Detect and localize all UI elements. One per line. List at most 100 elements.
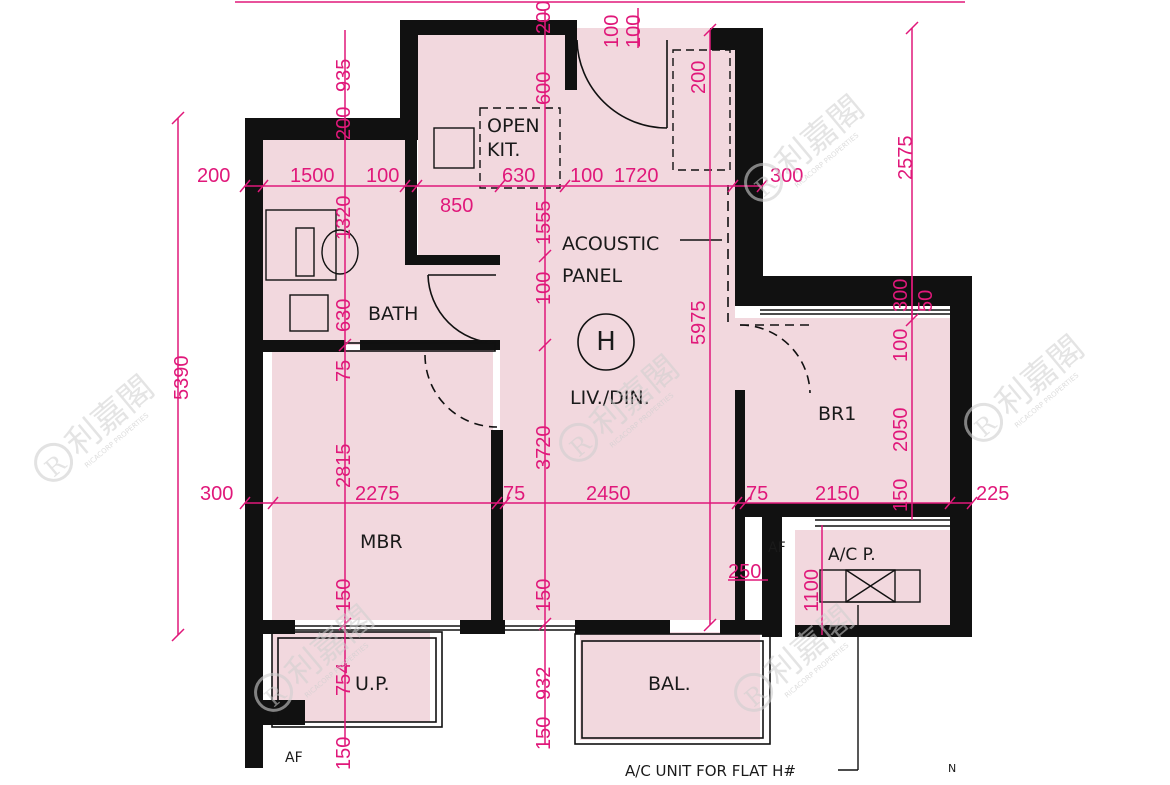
label-mbr: MBR [360, 531, 403, 553]
wall-kit-top [400, 20, 570, 35]
dim-door-100b: 100 [623, 15, 645, 48]
dim-lc-150b: 150 [333, 737, 355, 770]
dimension-lines [177, 1, 972, 745]
dim-top-1720: 1720 [614, 165, 659, 187]
dim-rc-100: 100 [890, 329, 912, 362]
thin-lines [271, 185, 950, 745]
up-railing-inner [277, 637, 437, 723]
label-bath: BATH [368, 303, 418, 325]
dim-top-200: 200 [197, 165, 230, 187]
tick [703, 23, 717, 37]
kitchen-counter [479, 107, 561, 189]
watermark-logo-icon [34, 442, 74, 482]
wall-br1-right [950, 276, 972, 516]
tick [756, 179, 768, 193]
tick [499, 496, 511, 510]
label-af-left: AF [285, 750, 303, 766]
fixtures [265, 49, 921, 771]
dim-cc-1555: 1555 [533, 201, 555, 246]
kitchen-sink [433, 127, 475, 169]
wall-bath-kit2 [405, 255, 500, 265]
wall-acp-right [950, 517, 972, 637]
wall-kit-left [400, 20, 418, 140]
tick [731, 496, 743, 510]
mbr-door-swing [424, 354, 498, 428]
dim-lc-2815: 2815 [333, 444, 355, 489]
bath-toilet-bowl [321, 229, 359, 275]
watermark-logo-icon [254, 672, 294, 712]
dim-lc-150a: 150 [333, 579, 355, 612]
label-open: OPEN [487, 115, 540, 137]
tick [239, 179, 251, 193]
dim-lc-754: 754 [333, 663, 355, 696]
br1-door-swing [739, 324, 811, 394]
dim-mid-300: 300 [200, 483, 233, 505]
dim-cc-100: 100 [533, 272, 555, 305]
tick [171, 628, 185, 642]
doors [424, 39, 811, 428]
dim-top-100b: 100 [570, 165, 603, 187]
tick [905, 313, 919, 327]
wall-mbr-right [491, 430, 503, 630]
wall-entry-post [565, 20, 577, 90]
label-acoustic: ACOUSTIC [562, 233, 659, 255]
dim-mid-2150: 2150 [815, 483, 860, 505]
dim-mid-2275: 2275 [355, 483, 400, 505]
tick [703, 618, 717, 632]
wall-right-upper [735, 28, 763, 276]
up-fill [272, 632, 430, 722]
dim-left-overall: 5390 [171, 356, 193, 401]
tick [338, 617, 352, 631]
wall-bottom-mid [460, 620, 505, 634]
bath-toilet-tank [295, 227, 315, 277]
tick [491, 496, 503, 510]
tick [538, 617, 552, 631]
wall-left-outer [245, 118, 263, 768]
label-acp: A/C P. [828, 545, 876, 565]
entry-fill [570, 28, 735, 185]
entry-door-swing [576, 39, 668, 129]
room-labels: OPEN KIT. ACOUSTIC PANEL BATH LIV./DIN. … [285, 115, 956, 780]
watermark-logo-icon [964, 402, 1004, 442]
watermark-logo-icon [734, 672, 774, 712]
balcony-fill [580, 632, 760, 740]
ac-platform-fill [795, 530, 950, 625]
wall-br1-top [735, 276, 970, 306]
tick [944, 496, 956, 510]
dim-ac-250: 250 [728, 561, 761, 583]
tick [239, 496, 251, 510]
bath-fill [263, 140, 500, 345]
tick [399, 179, 411, 193]
bath-basin [289, 294, 329, 332]
north-label: N [948, 762, 956, 775]
dim-mid-75a: 75 [503, 483, 525, 505]
watermark: R 利嘉閣 RICACORP PROPERTIES [964, 328, 1092, 443]
tick [905, 21, 919, 35]
flat-marker-circle [577, 313, 635, 371]
dim-rc-2050: 2050 [890, 408, 912, 453]
dim-lc-75: 75 [333, 360, 355, 382]
room-fills [263, 28, 950, 740]
label-panel: PANEL [562, 265, 622, 287]
tick [171, 111, 185, 125]
wall-br1-left [735, 390, 745, 620]
watermark: R 利嘉閣 RICACORP PROPERTIES [34, 368, 162, 483]
tick [538, 249, 552, 263]
living-fill [500, 185, 742, 620]
mbr-fill [272, 350, 493, 620]
wall-up-bottom [245, 700, 305, 725]
kitchen-fill [418, 35, 570, 260]
dimension-ticks [171, 21, 978, 642]
br1-fill [735, 318, 950, 503]
wall-bath-bottom2 [360, 340, 500, 350]
dim-ac-1100: 1100 [801, 569, 823, 612]
dim-cc-150b: 150 [533, 717, 555, 750]
walls [245, 20, 972, 768]
dim-top-850: 850 [440, 195, 473, 217]
dim-lc-1320: 1320 [333, 196, 355, 241]
dim-cc-932: 932 [533, 667, 555, 700]
label-up: U.P. [355, 673, 389, 695]
tick [966, 496, 978, 510]
